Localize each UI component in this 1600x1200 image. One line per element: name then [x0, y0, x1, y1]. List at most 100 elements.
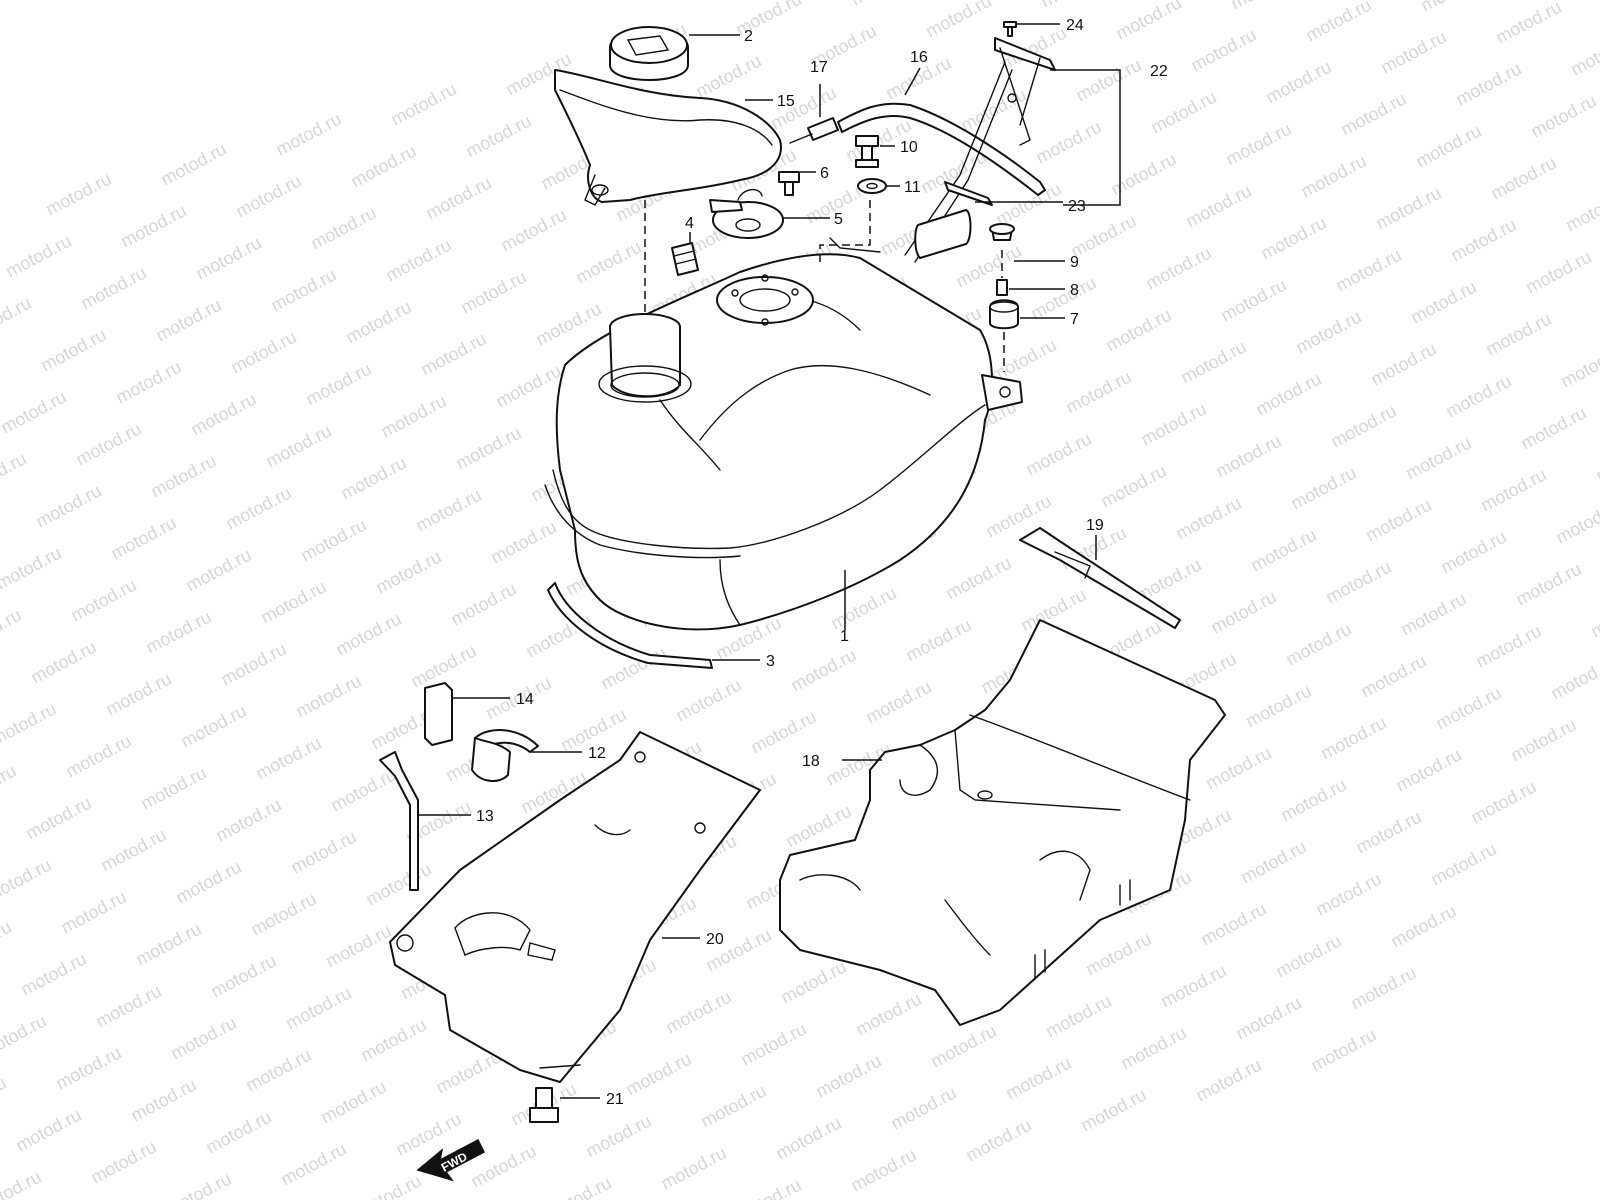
bolt-21: [529, 1087, 559, 1123]
watermark-text: motod.ru: [777, 957, 849, 1008]
filler-cap: [609, 26, 689, 81]
bolt-6: [778, 171, 800, 196]
watermark-text: motod.ru: [1437, 527, 1509, 578]
watermark-text: motod.ru: [252, 733, 324, 784]
watermark-text: motod.ru: [1302, 0, 1374, 46]
watermark-text: motod.ru: [1427, 839, 1499, 890]
watermark-text: motod.ru: [357, 1015, 429, 1066]
watermark-text: motod.ru: [417, 329, 489, 380]
watermark-text: motod.ru: [242, 1045, 314, 1096]
watermark-text: motod.ru: [77, 263, 149, 314]
callout-19: 19: [1086, 517, 1104, 534]
watermark-text: motod.ru: [952, 241, 1024, 292]
watermark-text: motod.ru: [1522, 247, 1594, 298]
watermark-text: motod.ru: [622, 1049, 694, 1100]
watermark-text: motod.ru: [1352, 807, 1424, 858]
pump-cover: [709, 189, 784, 239]
watermark-text: motod.ru: [1332, 245, 1404, 296]
watermark-text: motod.ru: [217, 639, 289, 690]
callout-6: 6: [820, 165, 829, 182]
watermark-text: motod.ru: [1477, 465, 1549, 516]
watermark-text: motod.ru: [1112, 0, 1184, 44]
watermark-text: motod.ru: [107, 513, 179, 564]
watermark-text: motod.ru: [1297, 151, 1369, 202]
watermark-text: motod.ru: [72, 419, 144, 470]
watermark-text: motod.ru: [182, 545, 254, 596]
watermark-text: motod.ru: [32, 481, 104, 532]
watermark-text: motod.ru: [347, 141, 419, 192]
watermark-text: motod.ru: [227, 327, 299, 378]
watermark-text: motod.ru: [117, 201, 189, 252]
watermark-text: motod.ru: [1372, 183, 1444, 234]
watermark-text: motod.ru: [1077, 1085, 1149, 1136]
watermark-text: motod.ru: [1042, 991, 1114, 1042]
watermark-text: motod.ru: [1202, 743, 1274, 794]
watermark-text: motod.ru: [147, 451, 219, 502]
watermark-text: motod.ru: [1442, 371, 1514, 422]
leader-lines: [418, 23, 1121, 1099]
callout-12: 12: [588, 745, 606, 762]
callout-9: 9: [1070, 254, 1079, 271]
watermark-text: motod.ru: [287, 827, 359, 878]
watermark-text: motod.ru: [302, 359, 374, 410]
watermark-text: motod.ru: [1217, 275, 1289, 326]
watermark-text: motod.ru: [42, 169, 114, 220]
watermark-text: motod.ru: [1232, 993, 1304, 1044]
watermark-text: motod.ru: [1307, 1025, 1379, 1076]
watermark-text: motod.ru: [167, 1013, 239, 1064]
overflow-tray: [554, 69, 782, 206]
watermark-text: motod.ru: [542, 1173, 614, 1200]
watermark-text: motod.ru: [317, 1077, 389, 1128]
watermark-text: motod.ru: [0, 761, 20, 812]
watermark-text: motod.ru: [747, 707, 819, 758]
watermark-text: motod.ru: [582, 1111, 654, 1162]
watermark-text: motod.ru: [497, 205, 569, 256]
watermark-text: motod.ru: [847, 1145, 919, 1196]
watermark-text: motod.ru: [1287, 463, 1359, 514]
watermark-text: motod.ru: [1237, 837, 1309, 888]
watermark-text: motod.ru: [902, 615, 974, 666]
watermark-text: motod.ru: [662, 987, 734, 1038]
watermark-text: motod.ru: [1557, 341, 1600, 392]
watermark-text: motod.ru: [1347, 963, 1419, 1014]
watermark-text: motod.ru: [462, 111, 534, 162]
watermark-text: motod.ru: [272, 109, 344, 160]
watermark-text: motod.ru: [1277, 775, 1349, 826]
watermark-text: motod.ru: [102, 669, 174, 720]
watermark-text: motod.ru: [392, 1109, 464, 1160]
watermark-text: motod.ru: [847, 0, 919, 10]
watermark-text: motod.ru: [1182, 181, 1254, 232]
watermark-text: motod.ru: [337, 453, 409, 504]
watermark-text: motod.ru: [187, 389, 259, 440]
watermark-text: motod.ru: [87, 1137, 159, 1188]
watermark-text: motod.ru: [1317, 713, 1389, 764]
tank-strap: [547, 582, 713, 669]
watermark-text: motod.ru: [1547, 653, 1600, 704]
watermark-text: motod.ru: [1567, 29, 1600, 80]
watermark-text: motod.ru: [1062, 367, 1134, 418]
watermark-text: motod.ru: [1412, 121, 1484, 172]
breather-hose: [837, 102, 1046, 196]
watermark-text: motod.ru: [277, 1139, 349, 1190]
callout-2: 2: [744, 28, 753, 45]
watermark-text: motod.ru: [1527, 91, 1599, 142]
watermark-text: motod.ru: [1517, 403, 1589, 454]
hose-joint: [789, 117, 839, 144]
watermark-text: motod.ru: [1312, 869, 1384, 920]
watermark-text: motod.ru: [422, 173, 494, 224]
watermark-text: motod.ru: [257, 577, 329, 628]
watermark-text: motod.ru: [1212, 431, 1284, 482]
cushion-4: [671, 242, 699, 276]
watermark-text: motod.ru: [292, 671, 364, 722]
watermark-text: motod.ru: [1362, 495, 1434, 546]
watermark-text: motod.ru: [1027, 273, 1099, 324]
watermark-text: motod.ru: [1337, 89, 1409, 140]
watermark-text: motod.ru: [307, 203, 379, 254]
bolt-9: [989, 223, 1015, 241]
watermark-text: motod.ru: [247, 889, 319, 940]
watermark-text: motod.ru: [387, 79, 459, 130]
clamp-14: [424, 682, 453, 746]
watermark-text: motod.ru: [1487, 153, 1559, 204]
watermark-text: motod.ru: [322, 921, 394, 972]
